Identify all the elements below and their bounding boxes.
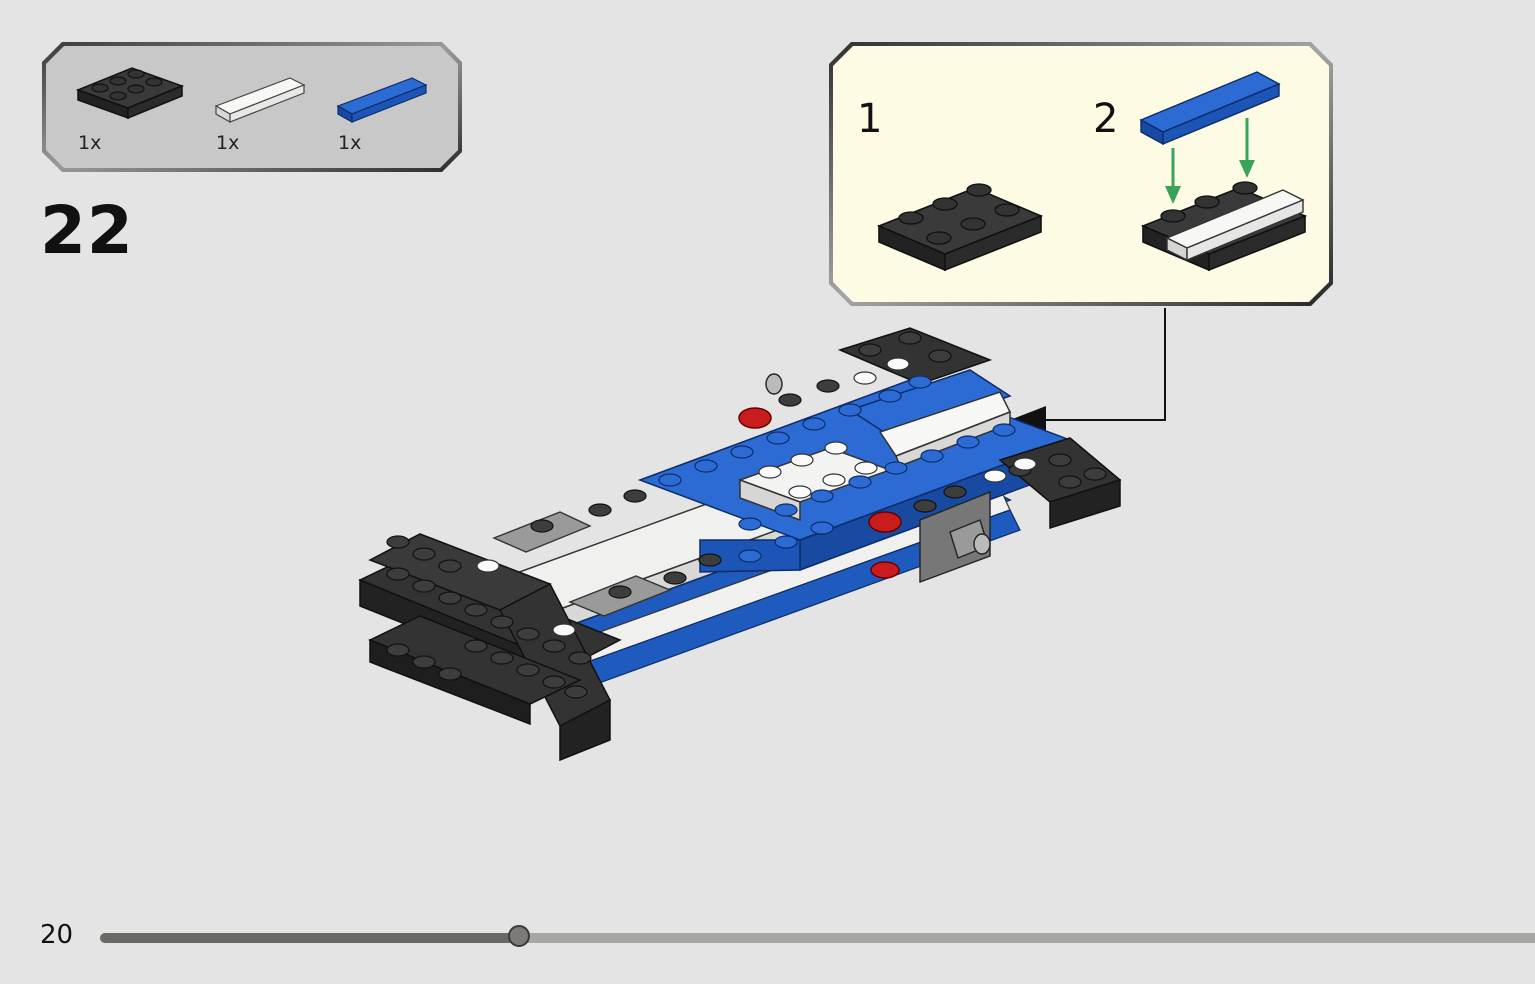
sub-step-number-2: 2 (1093, 96, 1119, 142)
part-qty-white-tile: 1x (216, 132, 240, 154)
progress-handle[interactable] (508, 925, 531, 947)
step-number: 22 (40, 192, 134, 269)
sub-assembly-panel: 1 2 (827, 40, 1335, 308)
sub-assembly-frame (829, 42, 1333, 306)
sub-step-number-1: 1 (857, 96, 883, 142)
part-qty-blue-tile: 1x (338, 132, 362, 154)
model-illustration (350, 320, 1140, 770)
parts-panel-frame (42, 42, 462, 172)
white-tile-1x4-icon (214, 77, 306, 124)
black-plate-2x3-icon (75, 67, 185, 120)
chassis-model-icon (358, 327, 1122, 762)
blue-tile-1x4-icon (336, 77, 428, 124)
sub-step-2-assembly-icon (1139, 71, 1308, 272)
progress-bar[interactable] (100, 925, 1535, 947)
parts-list-panel: 1x 1x 1x (40, 40, 464, 174)
part-qty-black-plate: 1x (78, 132, 102, 154)
progress-fill (100, 933, 520, 943)
page-number: 20 (40, 920, 74, 950)
sub-step-1-plate-icon (876, 183, 1044, 272)
